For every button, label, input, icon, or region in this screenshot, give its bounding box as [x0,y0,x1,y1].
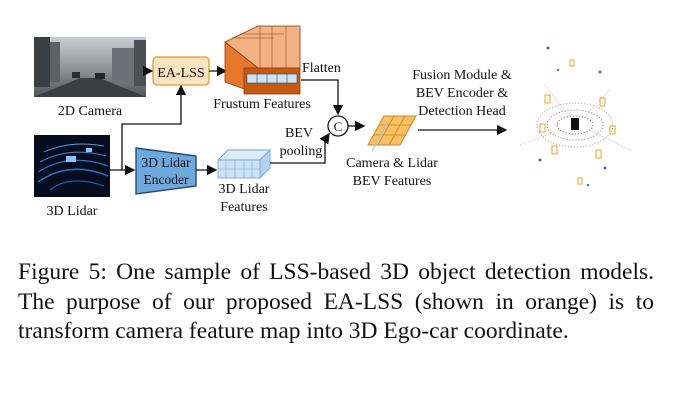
lidar-features-line2: Features [220,200,267,215]
lidar-encoder-line1: 3D Lidar [141,155,191,170]
arrow-bev-pooling [270,138,326,164]
camera-image [34,37,146,97]
detection-output-pointcloud [519,46,631,187]
ea-lss-label: EA-LSS [157,66,204,81]
flatten-label: Flatten [302,61,341,76]
arrow-flatten [301,79,344,116]
lidar-label: 3D Lidar [47,204,98,219]
lidar-encoder-block [135,147,197,195]
fusion-line3: Detection Head [418,104,505,119]
arrow-bev-pooling-head [319,132,330,145]
figure-caption: Figure 5: One sample of LSS-based 3D obj… [18,259,654,344]
lidar-features-cube [216,148,272,180]
arrow-lidar-ealss [121,84,187,170]
frustum-features-block [224,25,301,95]
bev-pooling-line1: BEV [285,126,313,141]
fusion-line2: BEV Encoder & [416,86,508,101]
frustum-label: Frustum Features [213,97,311,112]
bev-features-grid [367,115,417,153]
camera-label: 2D Camera [58,104,123,119]
lidar-features-line1: 3D Lidar [219,182,270,197]
concat-symbol: C [334,119,343,134]
pipeline-diagram: 2D Camera 3D Lidar EA-LSS Frustum Featur… [34,25,631,219]
bev-pooling-line2: pooling [280,144,323,159]
lidar-image [34,135,110,197]
bev-features-line2: BEV Features [353,174,432,189]
lidar-encoder-line2: Encoder [144,172,189,187]
bev-features-line1: Camera & Lidar [346,156,438,171]
fusion-line1: Fusion Module & [412,68,512,83]
